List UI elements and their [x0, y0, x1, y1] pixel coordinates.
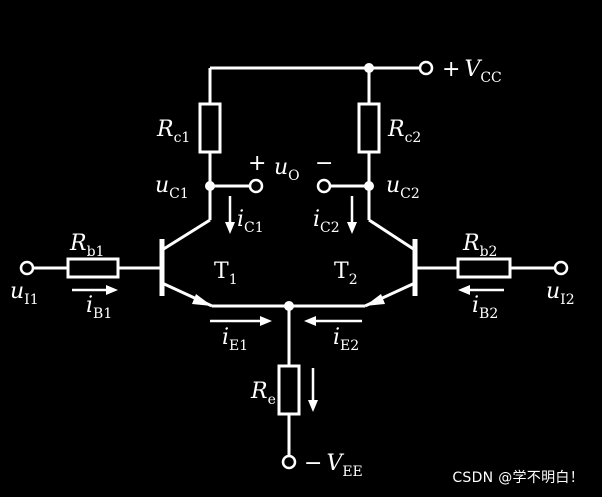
label-ic1: iC1 — [237, 207, 264, 236]
label-ib2: iB2 — [472, 293, 498, 322]
terminal-ui1 — [19, 260, 35, 276]
label-rb1: Rb1 — [69, 231, 104, 260]
label-ui1: uI1 — [10, 279, 39, 308]
terminal-uo-minus — [316, 178, 332, 194]
label-re: Re — [250, 379, 276, 408]
junction-dot — [364, 181, 374, 191]
junction-dot — [284, 301, 294, 311]
resistor-rc1 — [198, 102, 222, 154]
label-rc2: Rc2 — [387, 117, 421, 146]
label-uo-minus: − — [315, 151, 333, 176]
label-vee: −VEE — [304, 451, 363, 480]
label-uo-plus: + — [248, 151, 266, 176]
label-ic2: iC2 — [313, 207, 340, 236]
t1-emitter-arrow — [192, 294, 212, 306]
label-uc2: uC2 — [386, 173, 420, 202]
junction-dot — [364, 63, 374, 73]
label-ie1: iE1 — [222, 325, 248, 354]
terminal-vee — [281, 454, 297, 470]
label-ie2: iE2 — [333, 325, 359, 354]
resistor-re — [277, 364, 301, 416]
resistor-rb1 — [66, 257, 120, 279]
label-t2: T2 — [334, 259, 358, 288]
terminal-vcc — [418, 60, 434, 76]
label-vcc: +VCC — [442, 57, 502, 86]
label-uc1: uC1 — [155, 173, 189, 202]
resistor-rc2 — [357, 102, 381, 154]
junction-dot — [205, 181, 215, 191]
terminal-ui2 — [553, 260, 569, 276]
label-rb2: Rb2 — [462, 231, 497, 260]
terminal-uo-plus — [248, 178, 264, 194]
current-arrows — [72, 196, 504, 412]
wires — [33, 66, 555, 456]
label-rc1: Rc1 — [156, 117, 190, 146]
label-uo: uO — [274, 155, 300, 184]
label-ui2: uI2 — [546, 279, 575, 308]
t2-emitter-arrow — [365, 294, 385, 306]
label-t1: T1 — [214, 259, 238, 288]
watermark: CSDN @学不明白！ — [452, 470, 584, 486]
label-ib1: iB1 — [86, 293, 112, 322]
resistor-rb2 — [456, 257, 512, 279]
